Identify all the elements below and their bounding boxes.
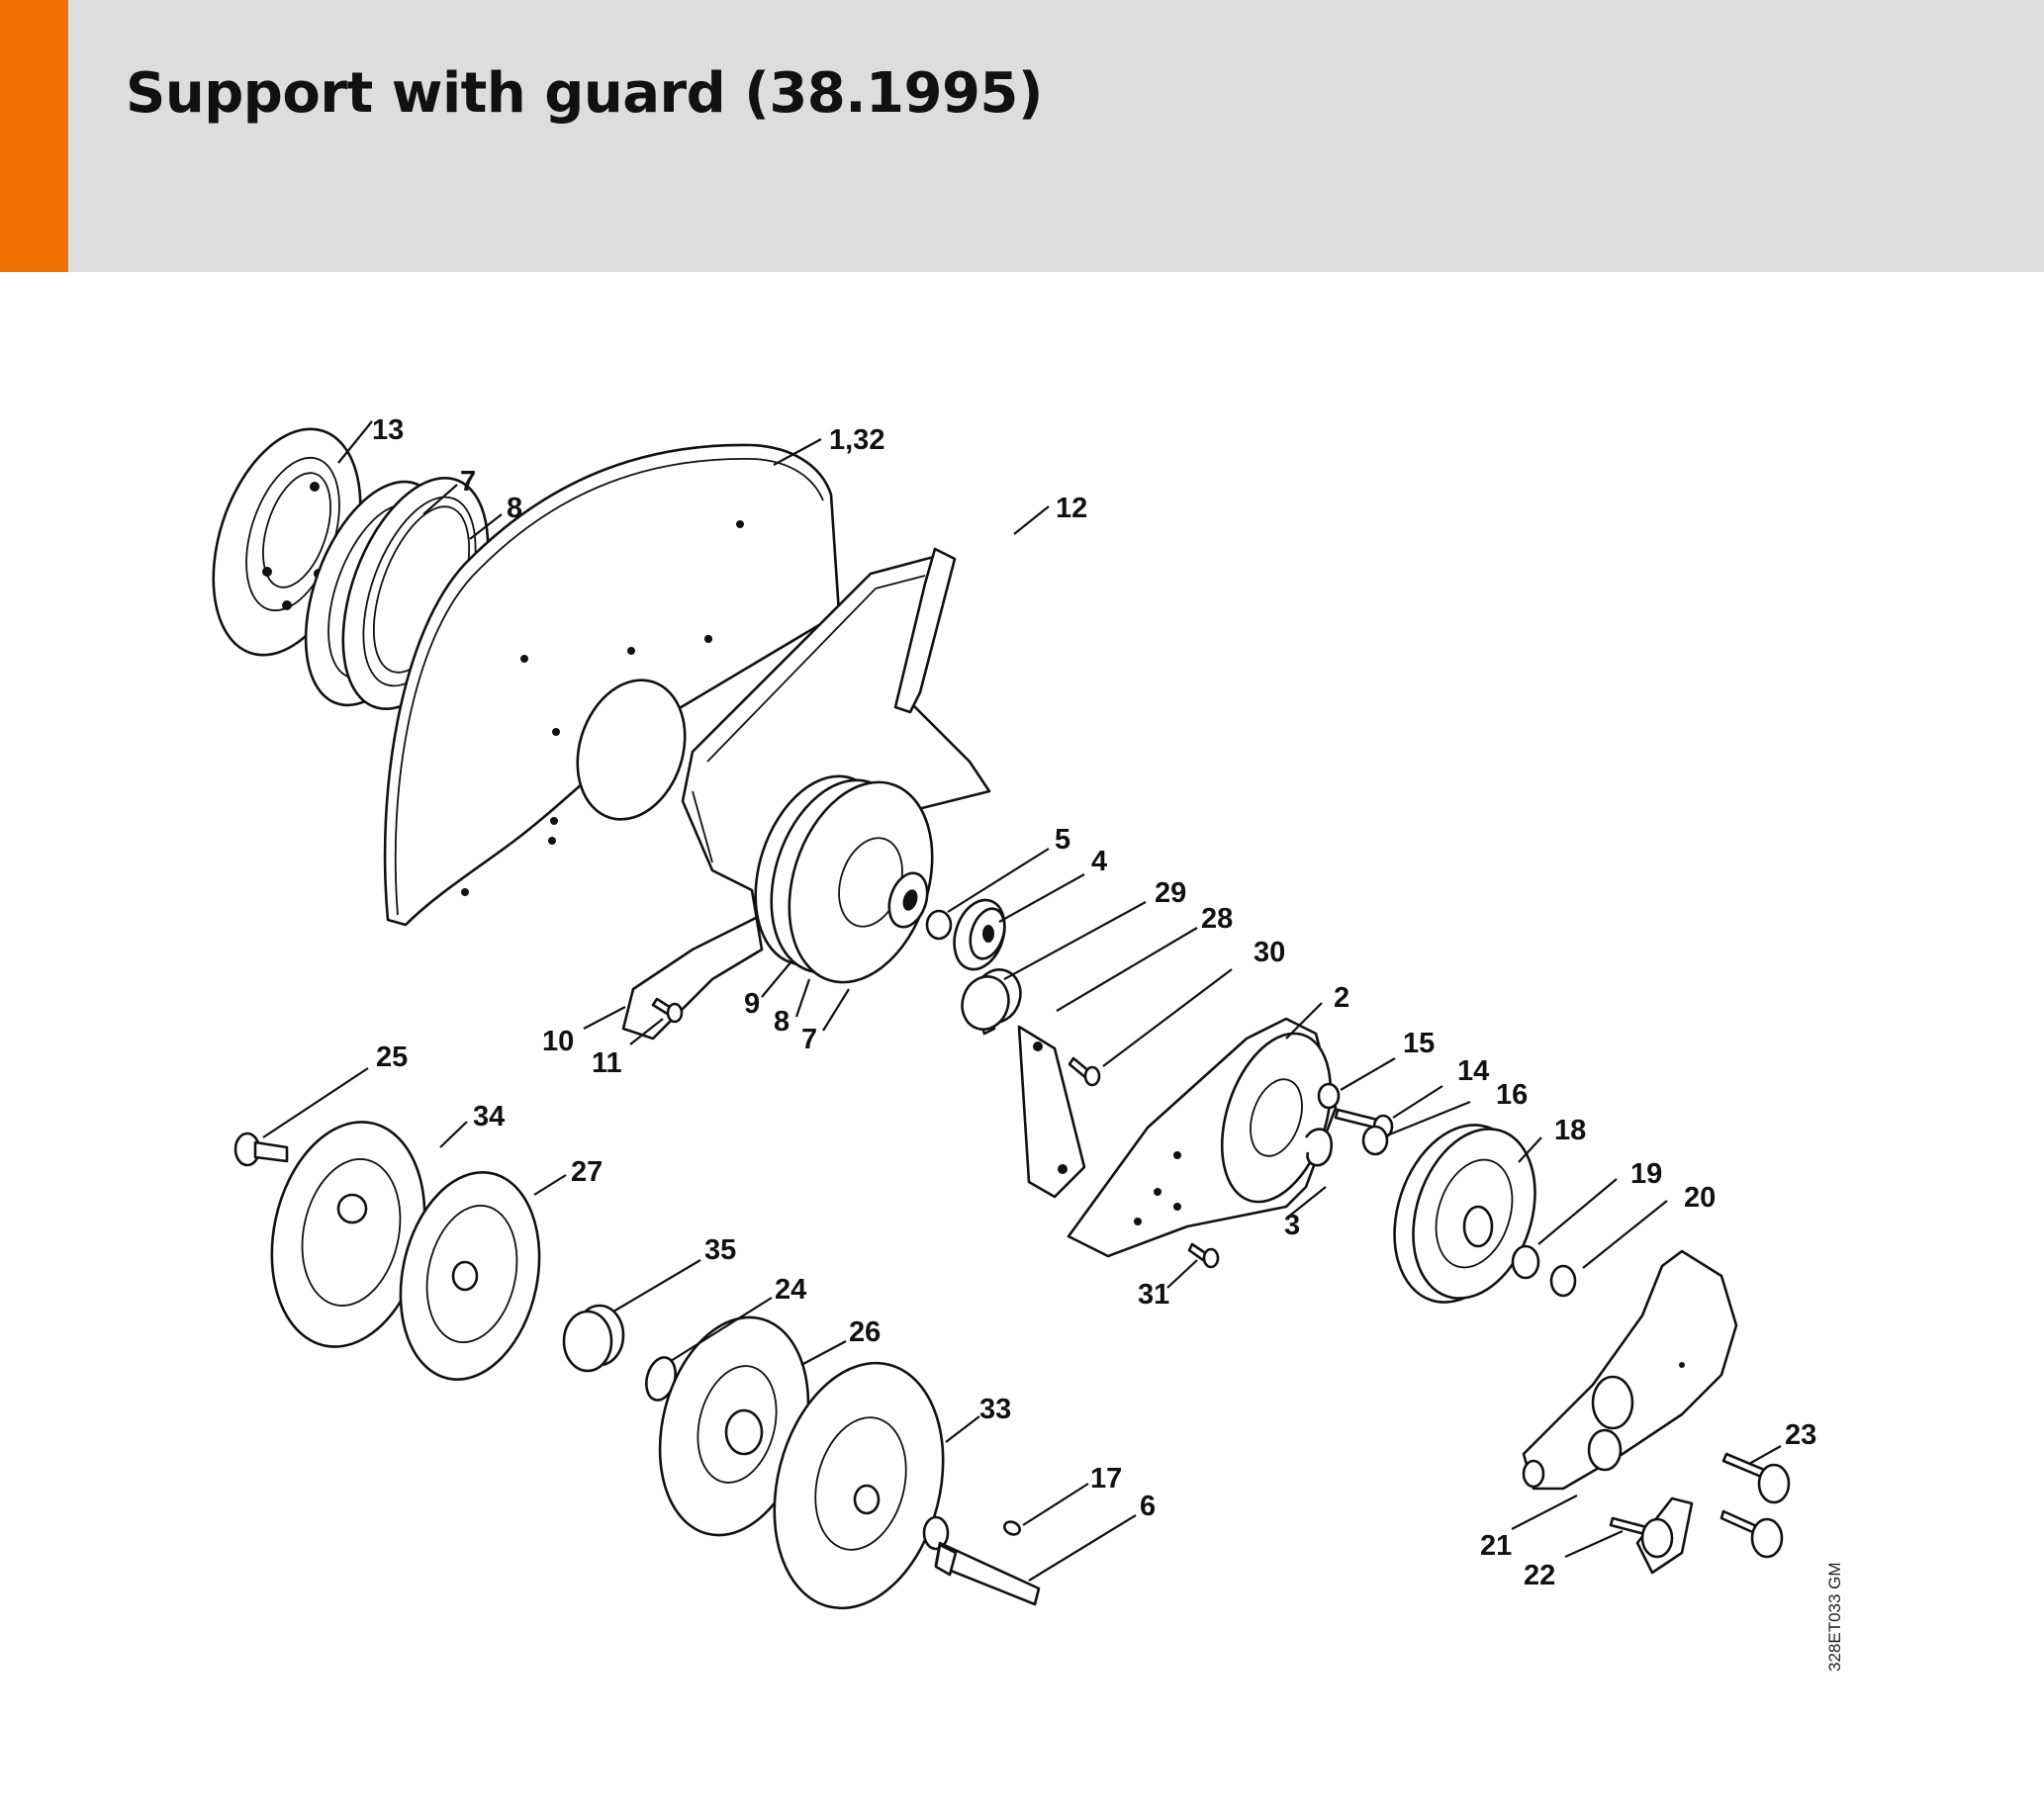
- label-20: 20: [1684, 1182, 1716, 1214]
- pulley-assembly: [754, 774, 934, 984]
- label-26: 26: [849, 1316, 881, 1348]
- label-6: 6: [1140, 1491, 1156, 1522]
- part-35-bushing: [562, 1304, 625, 1373]
- part-26-disc: [658, 1315, 810, 1537]
- label-21: 21: [1480, 1530, 1512, 1562]
- label-2: 2: [1334, 982, 1349, 1014]
- part-31-screw: [1187, 1242, 1220, 1269]
- label-4: 4: [1091, 846, 1107, 877]
- part-20-nut: [1549, 1264, 1577, 1298]
- label-27: 27: [571, 1156, 603, 1188]
- label-7-upper: 7: [460, 466, 476, 498]
- label-34: 34: [473, 1101, 505, 1132]
- label-25: 25: [376, 1042, 408, 1073]
- part-25-bolt: [233, 1132, 289, 1167]
- part-15-spacer: [1317, 1082, 1341, 1110]
- label-9: 9: [744, 988, 760, 1020]
- label-15: 15: [1403, 1028, 1435, 1059]
- part-34-flange: [270, 1121, 426, 1348]
- label-30: 30: [1254, 937, 1285, 968]
- label-22: 22: [1524, 1560, 1555, 1591]
- part-33-disc: [773, 1361, 945, 1610]
- part-27-flange: [399, 1171, 541, 1381]
- part-23-knob-b: [1719, 1509, 1784, 1559]
- part-1-32-guard: [383, 443, 841, 927]
- label-28: 28: [1201, 903, 1233, 935]
- label-16: 16: [1496, 1079, 1528, 1111]
- part-17-key: [1003, 1520, 1021, 1536]
- label-33: 33: [979, 1394, 1011, 1425]
- part-5-washer: [925, 909, 953, 941]
- part-4-bearing: [953, 898, 1006, 971]
- label-24: 24: [775, 1274, 806, 1306]
- part-3-circlip: [1304, 1128, 1334, 1167]
- label-3: 3: [1284, 1210, 1300, 1241]
- header-band: [0, 0, 2044, 272]
- label-11: 11: [592, 1047, 622, 1079]
- label-1-32: 1,32: [829, 424, 884, 456]
- drawing-code: 328ET033 GM: [1825, 1562, 1844, 1672]
- label-8-lower: 8: [774, 1006, 790, 1038]
- part-2-guard-plate: [1067, 1017, 1338, 1258]
- label-13: 13: [372, 414, 404, 446]
- part-23-knob-a: [1721, 1452, 1791, 1504]
- part-21-cover: [1522, 1249, 1738, 1491]
- part-6-shaft: [922, 1515, 1041, 1606]
- label-12: 12: [1056, 493, 1087, 524]
- label-29: 29: [1155, 877, 1186, 909]
- label-10: 10: [542, 1026, 574, 1057]
- label-18: 18: [1554, 1115, 1586, 1146]
- part-29-sleeve: [961, 968, 1022, 1036]
- label-31: 31: [1138, 1279, 1169, 1311]
- label-17: 17: [1090, 1463, 1122, 1495]
- accent-bar: [0, 0, 68, 272]
- page-title: Support with guard (38.1995): [126, 61, 1043, 126]
- label-8-upper: 8: [507, 493, 522, 524]
- part-labels: 13 7 8 1,32 12 5 4 29 28 30 2 15 14 16 1…: [372, 414, 1816, 1591]
- part-30-screw: [1068, 1056, 1101, 1087]
- label-7-lower: 7: [801, 1024, 817, 1055]
- leader-lines: [262, 420, 1782, 1582]
- label-35: 35: [704, 1234, 736, 1266]
- label-14: 14: [1457, 1055, 1489, 1087]
- label-5: 5: [1055, 824, 1070, 856]
- part-11-screw: [651, 997, 684, 1024]
- part-22-knob-plate: [1609, 1496, 1694, 1575]
- label-19: 19: [1630, 1158, 1662, 1190]
- part-19-washer: [1511, 1244, 1540, 1280]
- label-23: 23: [1785, 1419, 1816, 1451]
- part-28-strap: [1017, 1025, 1086, 1199]
- part-18-pulley: [1393, 1124, 1536, 1304]
- part-16-washer: [1361, 1125, 1389, 1156]
